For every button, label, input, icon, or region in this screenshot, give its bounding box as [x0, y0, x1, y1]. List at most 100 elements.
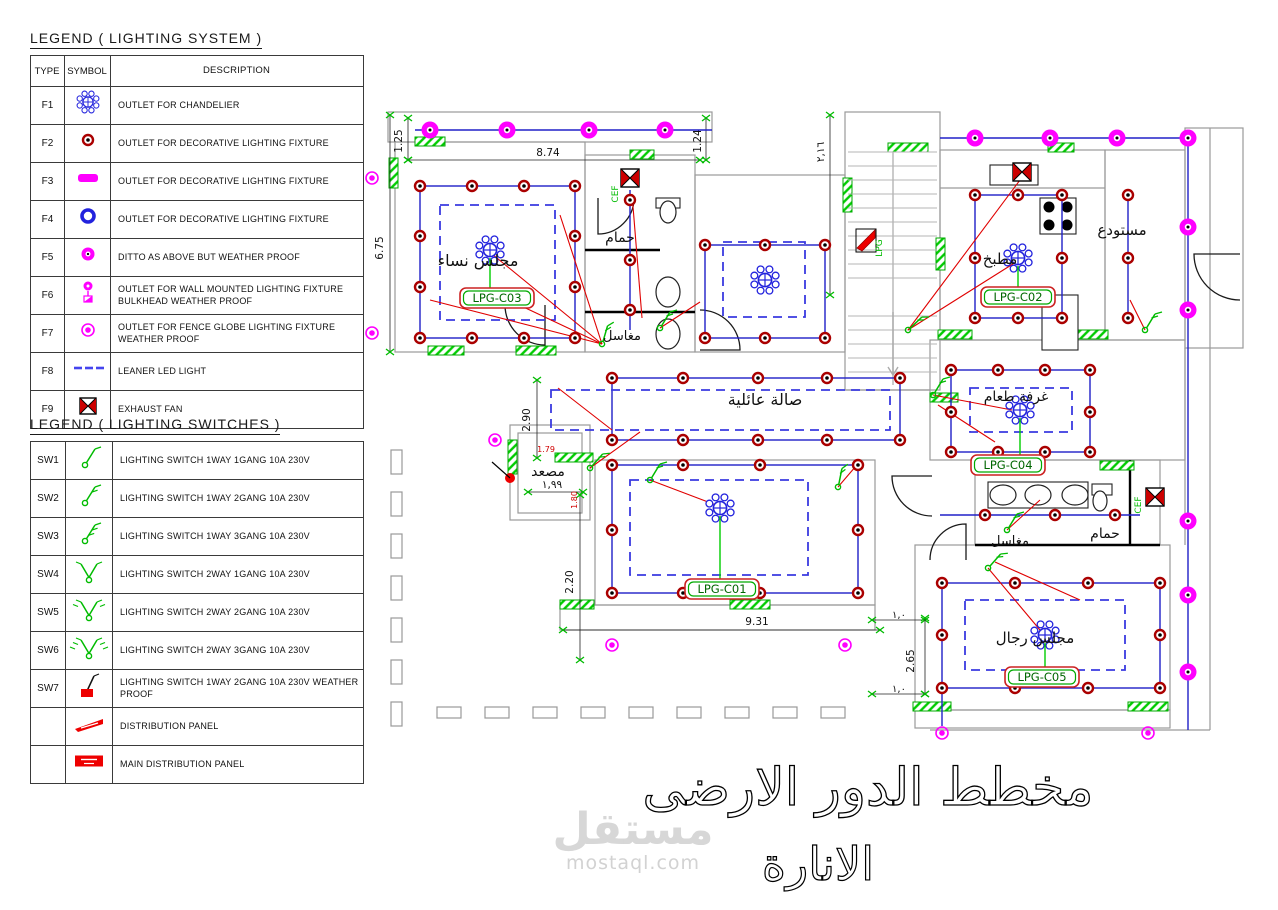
room-label: مجلس رجال: [996, 629, 1075, 647]
room-label: مستودع: [1097, 221, 1146, 239]
panel-label-text: LPG-C05: [1017, 670, 1066, 684]
legend-lighting-system-title: LEGEND ( LIGHTING SYSTEM ): [30, 30, 263, 49]
legend-type: F8: [30, 352, 65, 391]
chandelier-symbol: [705, 493, 735, 523]
watermark-arabic: مستقل: [552, 804, 714, 855]
legend-type: SW5: [30, 593, 66, 632]
panel-label-text: LPG-C02: [993, 290, 1042, 304]
legend-type: SW4: [30, 555, 66, 594]
legend-description: OUTLET FOR CHANDELIER: [110, 86, 364, 125]
distribution-panel-symbol: LPG: [491, 228, 885, 483]
legend-lighting-switches-table: SW1 LIGHTING SWITCH 1WAY 1GANG 10A 230V SW…: [30, 441, 364, 784]
legend-type: F3: [30, 162, 65, 201]
legend-header-description: DESCRIPTION: [110, 55, 364, 87]
legend-description: LIGHTING SWITCH 1WAY 2GANG 10A 230V WEAT…: [112, 669, 364, 708]
dimension-text: 2.20: [564, 570, 576, 593]
f9-symbol-cell: [64, 390, 111, 429]
chandelier-symbol: [750, 265, 780, 295]
legend-description: LIGHTING SWITCH 1WAY 2GANG 10A 230V: [112, 479, 364, 518]
legend-description: MAIN DISTRIBUTION PANEL: [112, 745, 364, 784]
dimension-lines: [385, 111, 930, 698]
room-label: مغاسل: [603, 329, 641, 344]
legend-type: F7: [30, 314, 65, 353]
chandelier-symbol: [1005, 395, 1035, 425]
weatherproof-lights: [421, 121, 1197, 681]
chandelier-symbol: [1030, 620, 1060, 650]
legend-type: F1: [30, 86, 65, 125]
legend-type: F9: [30, 390, 65, 429]
legend-type: [30, 707, 66, 746]
room-label: صالة عائلية: [728, 390, 803, 409]
legend-description: EXHAUST FAN: [110, 390, 364, 429]
f8-symbol-cell: [64, 352, 111, 391]
f3-symbol-cell: [64, 162, 111, 201]
legend-description: OUTLET FOR DECORATIVE LIGHTING FIXTURE: [110, 124, 364, 163]
chandelier-symbol: [1003, 243, 1033, 273]
cef-label: CEF: [611, 185, 621, 202]
f1-legend-symbol: [76, 90, 99, 114]
sw4-symbol-cell: [65, 555, 113, 594]
legend-type: SW2: [30, 479, 66, 518]
legend-header-symbol: SYMBOL: [64, 55, 111, 87]
legend-row-F7: F7 OUTLET FOR FENCE GLOBE LIGHTING FIXTUR…: [30, 314, 364, 353]
legend-row-mdp: MAIN DISTRIBUTION PANEL: [30, 745, 364, 784]
door-arc: [699, 309, 741, 351]
switch-symbol: [929, 376, 951, 399]
room-labels: مجلس نساء حمام مغاسل مطبخ مستودع صالة عائلية م…: [438, 221, 1147, 647]
legend-description: LIGHTING SWITCH 1WAY 3GANG 10A 230V: [112, 517, 364, 556]
dimension-text: 6.75: [374, 236, 386, 259]
f3-legend-symbol: [77, 174, 98, 182]
f7-symbol-cell: [64, 314, 111, 353]
dimension-text: ١,٠: [892, 684, 906, 695]
watermark: مستقل mostaql.com: [548, 804, 718, 875]
sw5-legend-symbol: [72, 599, 106, 622]
f2-symbol-cell: [64, 124, 111, 163]
legend-type: F6: [30, 276, 65, 315]
legend-type: F2: [30, 124, 65, 163]
sw2-symbol-cell: [65, 479, 113, 518]
switch-symbol: [904, 316, 930, 334]
room-label: حمام: [1090, 526, 1120, 542]
sw1-legend-symbol: [81, 446, 102, 469]
sw3-symbol-cell: [65, 517, 113, 556]
legend-type: SW3: [30, 517, 66, 556]
legend-description: LIGHTING SWITCH 1WAY 1GANG 10A 230V: [112, 441, 364, 480]
legend-type: [30, 745, 66, 784]
sw6-symbol-cell: [65, 631, 113, 670]
chandelier-symbol: [475, 235, 505, 265]
f9-legend-symbol: [78, 397, 97, 415]
switches: [586, 309, 1163, 572]
legend-lighting-switches-title: LEGEND ( LIGHTING SWITCHES ): [30, 416, 281, 435]
red-switch-wires: [429, 179, 1146, 631]
f4-legend-symbol: [79, 208, 96, 224]
legend-row-F9: F9 EXHAUST FAN: [30, 390, 364, 429]
mdp-symbol-cell: [65, 745, 113, 784]
dp-legend-symbol: [75, 719, 103, 732]
legend-description: LIGHTING SWITCH 2WAY 1GANG 10A 230V: [112, 555, 364, 594]
sw7-legend-symbol: [81, 673, 100, 697]
legend-row-SW4: SW4 LIGHTING SWITCH 2WAY 1GANG 10A 230V: [30, 555, 364, 594]
switch-symbol: [984, 552, 1008, 572]
dp-symbol-cell: [65, 707, 113, 746]
f1-symbol-cell: [64, 86, 111, 125]
f6-legend-symbol: [82, 281, 93, 303]
room-label: مجلس نساء: [438, 251, 519, 271]
legend-description: OUTLET FOR DECORATIVE LIGHTING FIXTURE: [110, 200, 364, 239]
room-label: مغاسل: [991, 534, 1029, 549]
cef-label: CEF: [1134, 496, 1144, 513]
legend-description: DISTRIBUTION PANEL: [112, 707, 364, 746]
legend-type: SW1: [30, 441, 66, 480]
legend-row-SW3: SW3 LIGHTING SWITCH 1WAY 3GANG 10A 230V: [30, 517, 364, 556]
room-label: مطبخ: [983, 250, 1018, 268]
panel-label-text: LPG-C03: [472, 291, 521, 305]
